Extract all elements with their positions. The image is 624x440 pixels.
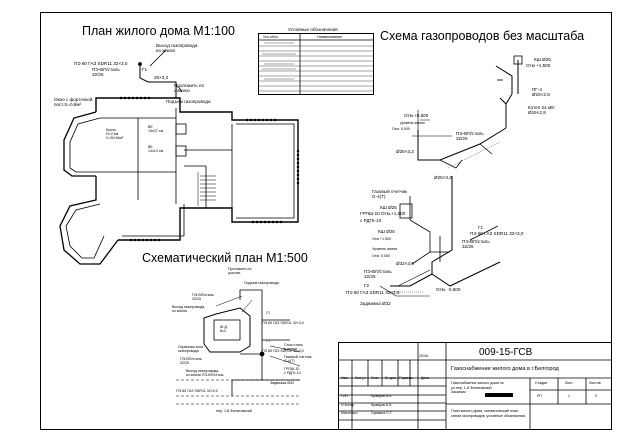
stamp-name-gip: Кравцов А.К. bbox=[371, 394, 393, 398]
sch-meter: Газовый счетчик G-4(Т) bbox=[284, 355, 312, 363]
sch-pe80-c: ПЭ 80 ГАЗ SDR11 32×3,0 bbox=[176, 389, 218, 393]
sch-plinth: Проложить по цоколю bbox=[228, 267, 252, 275]
stamp-col-date: Дата bbox=[421, 376, 429, 380]
stamp-stage-head: Стадия bbox=[535, 381, 548, 385]
sch-street: пер. 1-й Филатовский bbox=[216, 409, 252, 413]
sch-pe80: ПЭ 80 ГАЗ SDR11 32×3,0 bbox=[262, 321, 304, 325]
legend-title: Условные обозначения bbox=[288, 27, 338, 32]
legend-table: Усл.обоз. Наименование bbox=[258, 33, 374, 95]
scheme-pg4: ПГ-4 Ø15×2,8 bbox=[532, 87, 550, 97]
stamp-col-list: Лист bbox=[371, 376, 379, 380]
stamp-col-izm: Изм bbox=[341, 376, 348, 380]
scheme-steel-1: Ø25×3,2 bbox=[396, 149, 414, 154]
label-rise: Подъем газопровода bbox=[166, 99, 211, 104]
sch-outlet: Выход газопровода из земли ПЭ-ВП/сталь bbox=[186, 369, 224, 377]
scheme-pe-1: ПЭ 80 ГАЗ SDR11 32×3,0 bbox=[470, 231, 524, 236]
label-pipe-pe: ПЭ 80 ГАЗ SDR11 32×3,0 bbox=[74, 61, 128, 66]
stamp-sheet: 1 bbox=[568, 394, 570, 398]
stamp-code: 009-15-ГСВ bbox=[479, 347, 533, 358]
stamp-role-nkontr: Н.Контр bbox=[341, 403, 355, 407]
scheme-pe-2: ПЭ-ВП/сталь 32/25 bbox=[462, 239, 490, 249]
sch-inlet: Выход газопровода из земли bbox=[172, 305, 205, 313]
scheme-otm-3: Отм. 0,000 bbox=[392, 127, 410, 131]
scheme-ground-2: Уровень земли bbox=[372, 247, 398, 251]
schematic-plan-title: Схематический план М1:500 bbox=[142, 251, 308, 265]
stamp-col-sign: Подпись bbox=[399, 376, 414, 380]
sch-protection-zone: Охранная зона газопровода bbox=[178, 345, 204, 353]
label-ve-2: ВЕ 14x14 см bbox=[148, 145, 164, 153]
sch-valve: Задвижка Ø32 bbox=[270, 381, 295, 385]
scheme-pipe-1: ПЭ-ВП/сталь 32/25 bbox=[456, 131, 484, 141]
stamp-col-doc: № док bbox=[385, 376, 396, 380]
stamp-year: 2015г. bbox=[419, 354, 429, 358]
stamp-stage: РП bbox=[537, 394, 542, 398]
stamp-sheet-head: Лист bbox=[565, 381, 573, 385]
label-gas-inlet: Выход газопровода из земли bbox=[156, 43, 198, 53]
legend-header-symbol: Усл.обоз. bbox=[263, 35, 279, 39]
scheme-meter: Газовый счетчик G-4(Т) bbox=[372, 189, 408, 199]
scheme-pe-4: ПЭ 80 ГАЗ SDR11 32×3,0 bbox=[346, 290, 400, 295]
scheme-otm-1: Отм +1,500 bbox=[526, 63, 551, 68]
scheme-otm-5: Отм. 0,000 bbox=[372, 254, 390, 258]
stamp-sheet-desc: План жилого дома, схематический план, сх… bbox=[451, 409, 527, 418]
scheme-grpsh: ГРПШ-10 Отм.+1,600 bbox=[360, 211, 406, 216]
title-block: 009-15-ГСВ Газоснабжение жилого дома в г… bbox=[338, 342, 612, 430]
label-steel-25: 25×3,2 bbox=[154, 75, 169, 80]
sch-building: Ж.Д. №4 bbox=[220, 325, 228, 333]
stamp-col-kol: Кол.уч bbox=[355, 376, 366, 380]
sch-pe80-b: ПЭ 80 ГАЗ SDR11 32×3,0 bbox=[262, 349, 304, 353]
stamp-name-executor: Сумкина С.Г. bbox=[371, 411, 393, 415]
sch-g1-b: Г1 bbox=[266, 339, 270, 343]
label-ve-1: ВЕ 14x27 см bbox=[148, 125, 164, 133]
label-window: Окно с форточкой пост.S=0,8м² bbox=[54, 97, 93, 107]
house-plan-title: План жилого дома М1:100 bbox=[82, 24, 236, 38]
scheme-steel-3: Ø32×3,0 bbox=[396, 261, 414, 266]
stamp-sheets-head: Листов bbox=[589, 381, 601, 385]
sch-grpsh: ГРПШ-10 с РДГК-10 bbox=[284, 367, 301, 375]
scheme-rdgk: с РДГК-10 bbox=[360, 218, 382, 223]
sch-steel-joint: Стык сталь в земле bbox=[284, 343, 303, 351]
drawing-frame bbox=[40, 12, 612, 430]
sch-pe-steel-2: ПЭ-ВП/сталь 32/25 bbox=[180, 357, 202, 365]
stamp-sheets: 2 bbox=[595, 394, 597, 398]
scheme-otm-6: Отм. -0,800 bbox=[436, 287, 461, 292]
scheme-g2: Г2 bbox=[364, 283, 370, 288]
stamp-name-nkontr: Кравцов А.К. bbox=[371, 403, 393, 407]
scheme-ground-1: уровень земли bbox=[400, 121, 425, 125]
scheme-ksh-3: КШ Ø25 bbox=[378, 229, 395, 234]
sch-rise: Подъем газопровода bbox=[244, 281, 279, 285]
gas-scheme-title: Схема газопроводов без масштаба bbox=[380, 29, 585, 43]
scheme-ksh-2: КШ Ø25 bbox=[380, 205, 397, 210]
scheme-g1: Г1 bbox=[478, 225, 484, 230]
label-plinth: Проложить по цоколю bbox=[174, 83, 205, 93]
scheme-pe-3: ПЭ-ВП/сталь 32/25 bbox=[364, 269, 392, 279]
legend-header-name: Наименование bbox=[317, 35, 342, 39]
label-g1: Г1 bbox=[142, 67, 148, 72]
label-pipe-pe-short: ПЭ-ВП/сталь 32/25 bbox=[92, 67, 120, 77]
stamp-title: Газоснабжение жилого дома в г.Белгород bbox=[451, 366, 559, 372]
scheme-steel-2: Ø25×3,2 bbox=[434, 175, 452, 180]
stamp-object: Газоснабжение жилого дома по ул.пер. 1-й… bbox=[451, 381, 504, 395]
sch-pe-steel: ПЭ-ВП/сталь 32/25 bbox=[192, 293, 214, 301]
stamp-role-executor: Исполнил bbox=[341, 411, 358, 415]
scheme-valve: Задвижка Ø32 bbox=[360, 301, 391, 306]
scheme-ksh-1: КШ Ø25 bbox=[534, 57, 551, 62]
scheme-otm-4: Отм +1,500 bbox=[372, 237, 392, 241]
label-kitchen: Кухня H=2,6м V=50,64м³ bbox=[106, 128, 124, 141]
stamp-redacted-block bbox=[485, 393, 513, 397]
stamp-role-gip: ГИП bbox=[341, 394, 349, 398]
scheme-boiler: Котел 24 кВт Ø15×2,8 bbox=[528, 105, 555, 115]
scheme-otm-2: Отм.+0,500 bbox=[404, 113, 429, 118]
sch-g1: Г1 bbox=[266, 311, 270, 315]
